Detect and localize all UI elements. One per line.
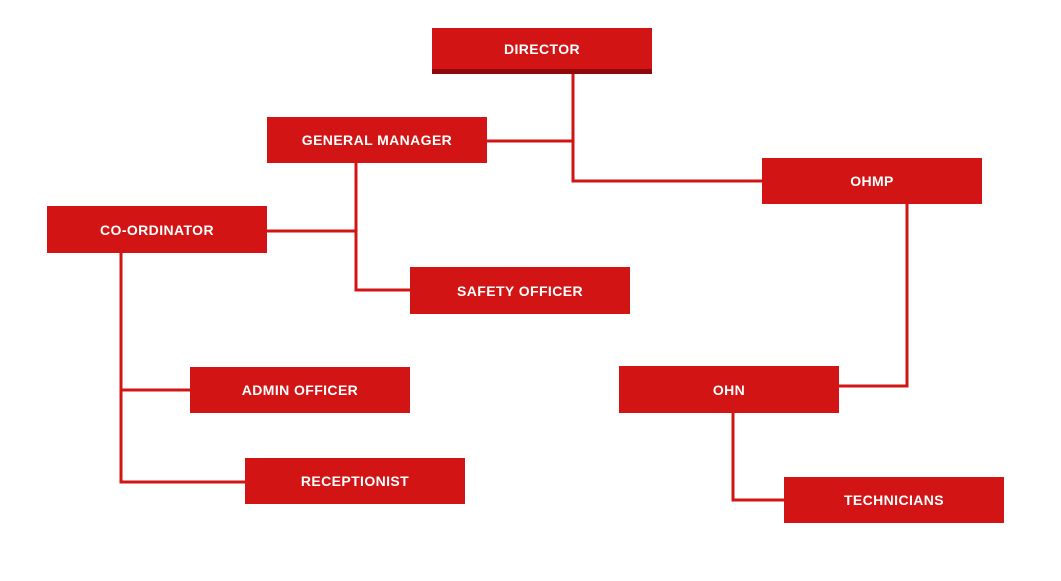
org-node-label: DIRECTOR xyxy=(503,40,581,57)
org-node-general-manager: GENERAL MANAGER xyxy=(267,117,487,163)
org-node-label: ADMIN OFFICER xyxy=(241,382,359,398)
org-node-receptionist: RECEPTIONIST xyxy=(245,458,465,504)
org-node-label: TECHNICIANS xyxy=(843,492,945,508)
org-node-ohmp: OHMP xyxy=(762,158,982,204)
org-node-ohn: OHN xyxy=(619,366,839,413)
org-node-admin-officer: ADMIN OFFICER xyxy=(190,367,410,413)
connector-ohn-to-technicians xyxy=(731,413,784,502)
org-node-label: OHN xyxy=(712,381,746,398)
connector-co-ordinator-to-admin-officer xyxy=(119,253,190,392)
connector-ohmp-to-ohn xyxy=(839,204,909,388)
connector-director-to-ohmp xyxy=(571,74,762,183)
org-node-label: OHMP xyxy=(850,173,894,189)
org-node-director: DIRECTOR xyxy=(432,28,652,74)
org-node-label: GENERAL MANAGER xyxy=(301,132,453,148)
connector-general-manager-to-safety-officer xyxy=(354,163,410,292)
org-node-safety-officer: SAFETY OFFICER xyxy=(410,267,630,314)
org-node-technicians: TECHNICIANS xyxy=(784,477,1004,523)
org-node-label: SAFETY OFFICER xyxy=(457,282,583,299)
org-node-label: RECEPTIONIST xyxy=(300,473,410,489)
org-node-label: CO-ORDINATOR xyxy=(100,221,214,238)
org-node-co-ordinator: CO-ORDINATOR xyxy=(47,206,267,253)
